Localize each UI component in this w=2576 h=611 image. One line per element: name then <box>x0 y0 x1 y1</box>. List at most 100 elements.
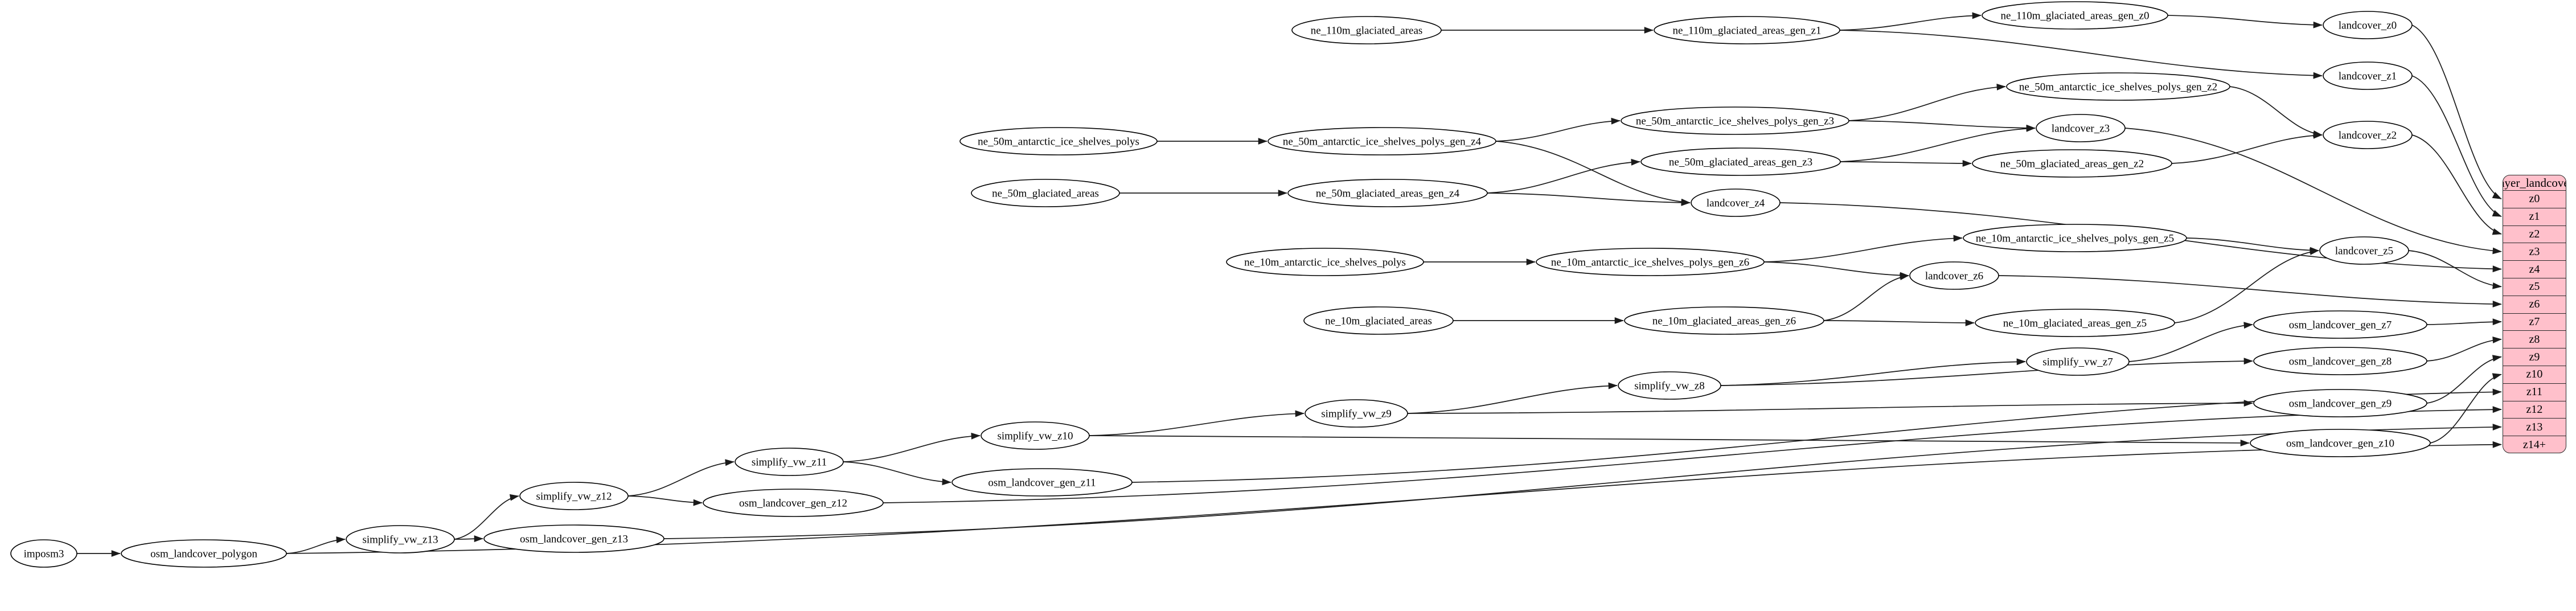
edge-line <box>2167 15 2323 26</box>
record-row-z10[interactable]: z10 <box>2503 366 2566 384</box>
node-ne_50m_glaciated_areas_gen_z3[interactable]: ne_50m_glaciated_areas_gen_z3 <box>1640 147 1841 176</box>
node-landcover_z0[interactable]: landcover_z0 <box>2323 11 2413 39</box>
node-imposm3[interactable]: imposm3 <box>10 539 77 568</box>
edge-simplify_vw_z8--to--osm_landcover_gen_z8 <box>1720 358 2253 386</box>
node-ne_50m_antarctic_ice_shelves_polys_gen_z4[interactable]: ne_50m_antarctic_ice_shelves_polys_gen_z… <box>1268 127 1496 155</box>
edge-ne_110m_glaciated_areas_gen_z1--to--landcover_z1 <box>1839 30 2323 79</box>
edge-arrowhead <box>1953 235 1963 242</box>
edge-arrowhead <box>1526 259 1536 265</box>
record-row-z2[interactable]: z2 <box>2503 226 2566 244</box>
record-row-z14p[interactable]: z14+ <box>2522 438 2546 452</box>
record-row-z3[interactable]: z3 <box>2503 243 2566 261</box>
edge-ne_10m_glaciated_areas--to--ne_10m_glaciated_areas_gen_z6 <box>1453 317 1624 324</box>
node-landcover_z1[interactable]: landcover_z1 <box>2323 61 2413 90</box>
edge-simplify_vw_z10--to--simplify_vw_z9 <box>1089 410 1305 436</box>
node-ne_10m_antarctic_ice_shelves_polys_gen_z5[interactable]: ne_10m_antarctic_ice_shelves_polys_gen_z… <box>1963 224 2187 252</box>
node-osm_landcover_gen_z12[interactable]: osm_landcover_gen_z12 <box>703 489 884 517</box>
node-ne_50m_glaciated_areas_gen_z2[interactable]: ne_50m_glaciated_areas_gen_z2 <box>1972 149 2172 178</box>
node-shape <box>2323 61 2413 90</box>
record-row-z0[interactable]: z0 <box>2503 191 2566 208</box>
edge-line <box>1089 413 1305 436</box>
edge-line <box>1089 435 2250 444</box>
edge-arrowhead <box>2492 210 2502 217</box>
edge-arrowhead <box>1962 160 1972 167</box>
node-simplify_vw_z10[interactable]: simplify_vw_z10 <box>981 421 1090 450</box>
node-ne_10m_antarctic_ice_shelves_polys_gen_z6[interactable]: ne_10m_antarctic_ice_shelves_polys_gen_z… <box>1536 248 1765 276</box>
node-simplify_vw_z7[interactable]: simplify_vw_z7 <box>2026 347 2130 376</box>
node-shape <box>1618 371 1721 400</box>
record-row-z13[interactable]: z13 <box>2503 419 2566 437</box>
edge-ne_110m_glaciated_areas_gen_z0--to--landcover_z0 <box>2167 15 2323 28</box>
node-landcover_z3[interactable]: landcover_z3 <box>2036 114 2126 142</box>
node-label: ne_10m_glaciated_areas_gen_z6 <box>1652 315 1796 327</box>
node-landcover_z4[interactable]: landcover_z4 <box>1691 188 1781 217</box>
edge-line <box>2411 134 2502 235</box>
node-osm_landcover_gen_z8[interactable]: osm_landcover_gen_z8 <box>2253 347 2427 375</box>
edge-landcover_z1--to--layer_landcover:z1 <box>2411 75 2502 217</box>
node-osm_landcover_gen_z11[interactable]: osm_landcover_gen_z11 <box>951 468 1133 497</box>
record-row-z5[interactable]: z5 <box>2503 278 2566 296</box>
node-osm_landcover_gen_z7[interactable]: osm_landcover_gen_z7 <box>2253 310 2427 339</box>
node-simplify_vw_z9[interactable]: simplify_vw_z9 <box>1305 399 1408 428</box>
node-landcover_z5[interactable]: landcover_z5 <box>2319 236 2409 265</box>
edge-arrowhead <box>2243 400 2253 407</box>
edge-line <box>2171 134 2323 164</box>
edge-line <box>1495 120 1621 142</box>
node-ne_110m_glaciated_areas[interactable]: ne_110m_glaciated_areas <box>1291 16 1442 44</box>
node-shape <box>2026 347 2130 376</box>
node-osm_landcover_gen_z9[interactable]: osm_landcover_gen_z9 <box>2253 389 2427 417</box>
record-node-layer-landcover[interactable]: layer_landcoverz0z1z2z3z4z5z6z7z8z9z10z1… <box>2503 175 2566 453</box>
node-osm_landcover_gen_z13[interactable]: osm_landcover_gen_z13 <box>483 524 664 553</box>
edge-line <box>2411 24 2502 200</box>
node-landcover_z6[interactable]: landcover_z6 <box>1909 261 1999 290</box>
node-osm_landcover_gen_z10[interactable]: osm_landcover_gen_z10 <box>2250 429 2431 457</box>
edge-ne_50m_glaciated_areas_gen_z4--to--ne_50m_glaciated_areas_gen_z3 <box>1487 158 1640 194</box>
node-shape <box>2250 429 2431 457</box>
node-ne_50m_antarctic_ice_shelves_polys_gen_z2[interactable]: ne_50m_antarctic_ice_shelves_polys_gen_z… <box>2006 72 2230 101</box>
node-label: landcover_z1 <box>2339 71 2397 83</box>
node-ne_10m_glaciated_areas_gen_z5[interactable]: ne_10m_glaciated_areas_gen_z5 <box>1975 309 2175 337</box>
node-shape <box>1963 224 2187 252</box>
edge-line <box>1407 385 1618 414</box>
edge-line <box>1998 275 2502 305</box>
node-ne_110m_glaciated_areas_gen_z1[interactable]: ne_110m_glaciated_areas_gen_z1 <box>1654 16 1840 44</box>
record-row-z4[interactable]: z4 <box>2503 261 2566 278</box>
edge-line <box>1407 403 2253 414</box>
node-shape <box>10 539 77 568</box>
node-simplify_vw_z11[interactable]: simplify_vw_z11 <box>735 448 844 476</box>
node-ne_50m_glaciated_areas_gen_z4[interactable]: ne_50m_glaciated_areas_gen_z4 <box>1287 179 1488 207</box>
node-shape <box>2323 121 2413 149</box>
edge-line <box>883 409 2502 503</box>
node-simplify_vw_z13[interactable]: simplify_vw_z13 <box>346 525 455 553</box>
record-row-z9[interactable]: z9 <box>2503 348 2566 366</box>
node-label: osm_landcover_gen_z12 <box>739 498 847 510</box>
node-landcover_z2[interactable]: landcover_z2 <box>2323 121 2413 149</box>
edge-ne_50m_glaciated_areas--to--ne_50m_glaciated_areas_gen_z4 <box>1119 190 1287 196</box>
node-ne_50m_glaciated_areas[interactable]: ne_50m_glaciated_areas <box>971 179 1120 207</box>
node-ne_110m_glaciated_areas_gen_z0[interactable]: ne_110m_glaciated_areas_gen_z0 <box>1982 1 2168 30</box>
node-ne_50m_antarctic_ice_shelves_polys_gen_z3[interactable]: ne_50m_antarctic_ice_shelves_polys_gen_z… <box>1621 106 1849 135</box>
edge-line <box>2229 86 2323 136</box>
node-label: landcover_z6 <box>1925 270 1983 282</box>
record-row-z7[interactable]: z7 <box>2503 314 2566 331</box>
edge-osm_landcover_polygon--to--simplify_vw_z13 <box>286 536 346 554</box>
edge-ne_50m_glaciated_areas_gen_z2--to--landcover_z2 <box>2171 132 2323 164</box>
record-row-z12[interactable]: z12 <box>2503 401 2566 419</box>
record-row-z8[interactable]: z8 <box>2503 331 2566 349</box>
node-simplify_vw_z12[interactable]: simplify_vw_z12 <box>519 482 629 510</box>
node-ne_10m_antarctic_ice_shelves_polys[interactable]: ne_10m_antarctic_ice_shelves_polys <box>1226 248 1424 276</box>
node-simplify_vw_z8[interactable]: simplify_vw_z8 <box>1618 371 1721 400</box>
node-ne_50m_antarctic_ice_shelves_polys[interactable]: ne_50m_antarctic_ice_shelves_polys <box>959 127 1158 155</box>
record-row-z11[interactable]: z11 <box>2503 384 2566 401</box>
node-ne_10m_glaciated_areas[interactable]: ne_10m_glaciated_areas <box>1303 306 1454 335</box>
edge-ne_10m_antarctic_ice_shelves_polys_gen_z6--to--ne_10m_antarctic_ice_shelves_polys_gen_z5 <box>1763 235 1963 263</box>
edge-osm_landcover_gen_z10--to--layer_landcover:z10 <box>2430 373 2502 444</box>
record-row-z6[interactable]: z6 <box>2503 296 2566 314</box>
record-row-z1[interactable]: z1 <box>2503 208 2566 226</box>
edge-line <box>2426 356 2502 404</box>
node-ne_10m_glaciated_areas_gen_z6[interactable]: ne_10m_glaciated_areas_gen_z6 <box>1624 306 1824 335</box>
node-osm_landcover_polygon[interactable]: osm_landcover_polygon <box>121 539 287 568</box>
edge-ne_50m_antarctic_ice_shelves_polys_gen_z3--to--ne_50m_antarctic_ice_shelves_polys_gen_z2 <box>1848 83 2006 121</box>
edge-simplify_vw_z11--to--osm_landcover_gen_z11 <box>843 461 951 486</box>
node-label: ne_10m_antarctic_ice_shelves_polys_gen_z… <box>1976 233 2174 245</box>
